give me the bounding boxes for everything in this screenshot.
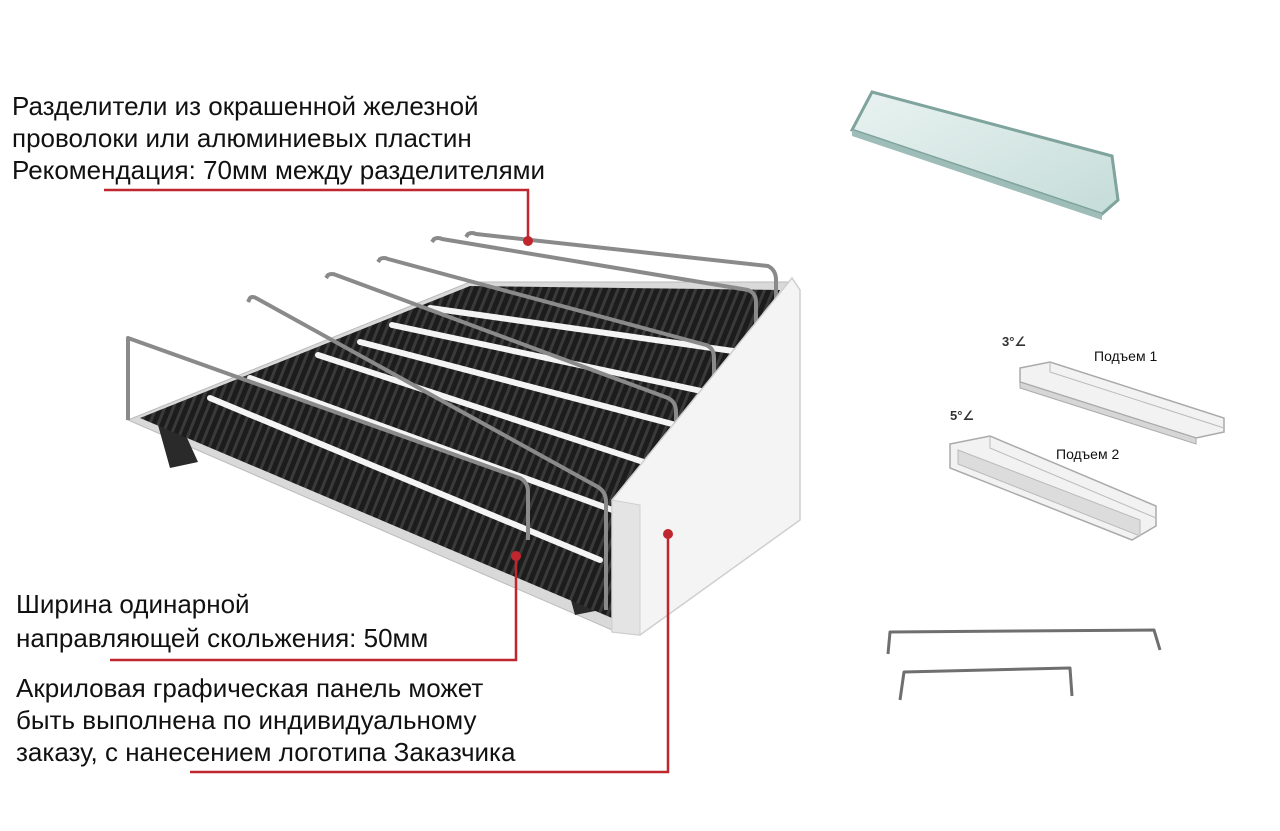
callout-lines [104, 188, 670, 774]
dividers-callout-line3: Рекомендация: 70мм между разделителями [12, 155, 546, 185]
lift-profile-2 [949, 435, 1157, 541]
wire-divider-short [898, 666, 1074, 701]
callout-line-dividers [104, 188, 530, 240]
acrylic-front-panel-edge [611, 499, 641, 636]
wire-divider-long [886, 628, 1162, 655]
shelf-leg-left [158, 418, 198, 468]
callout-dot-panel [663, 529, 673, 539]
callout-line-width [110, 556, 518, 662]
lift2-label: Подъем 2 [1056, 446, 1120, 462]
callout-dot-width [511, 551, 521, 561]
callout-line-panel [190, 534, 670, 774]
panel-callout-line3: заказу, с нанесением логотипа Заказчика [16, 737, 516, 767]
panel-callout-line2: быть выполнена по индивидуальному [16, 705, 477, 735]
lift1-angle-label: 3°∠ [1002, 334, 1027, 349]
callout-dot-dividers [523, 236, 533, 246]
shelf-assembly [126, 231, 801, 636]
lift1-label: Подъем 1 [1094, 348, 1158, 364]
lift-profile-1 [1019, 361, 1225, 445]
panel-callout-line1: Акриловая графическая панель может [16, 673, 484, 703]
dividers-callout-line1: Разделители из окрашенной железной [12, 91, 479, 121]
width-callout-line2: направляющей скольжения: 50мм [16, 623, 429, 653]
glass-panel-part [849, 90, 1120, 220]
lift2-angle-label: 5°∠ [950, 408, 975, 423]
width-callout-line1: Ширина одинарной [16, 589, 250, 619]
dividers-callout-line2: проволоки или алюминиевых пластин [12, 123, 472, 153]
wire-divider-parts [886, 628, 1162, 701]
wire-dividers [126, 231, 778, 610]
separator-strips [207, 305, 743, 563]
